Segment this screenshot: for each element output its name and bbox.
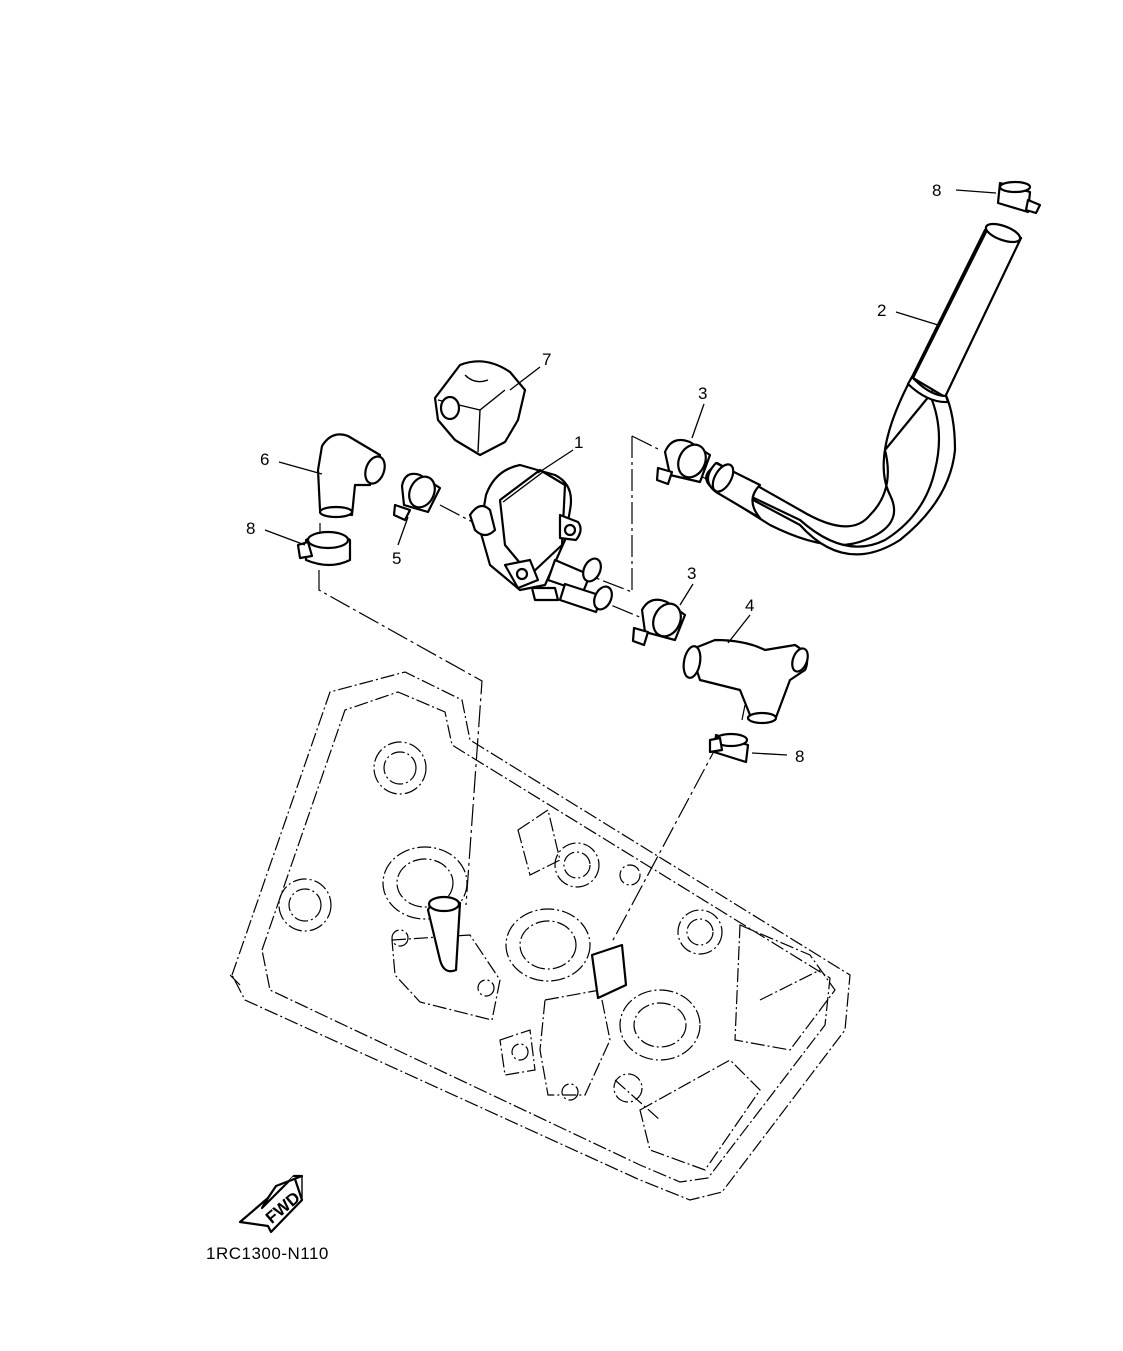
rubber-cover (433, 360, 527, 457)
clip-upper (655, 438, 712, 486)
callout-4: 4 (745, 596, 754, 615)
clamp-left (296, 530, 352, 567)
clamp-right (708, 732, 750, 764)
hose-long (705, 222, 1023, 556)
hose-elbow-right (682, 638, 809, 725)
forward-direction-arrow-icon: FWD (238, 1174, 304, 1234)
leader-lines (264, 189, 997, 756)
clip-lower (631, 598, 687, 647)
callout-8-right: 8 (795, 747, 804, 766)
callout-7: 7 (542, 350, 551, 369)
diagram-code: 1RC1300-N110 (206, 1244, 329, 1263)
cylinder-head-cover (229, 671, 851, 1201)
hose-elbow-left (316, 433, 386, 519)
callout-labels: 8 2 7 3 1 6 8 5 3 4 8 (246, 181, 941, 766)
clamp-top (996, 180, 1042, 215)
callout-8-left: 8 (246, 519, 255, 538)
callout-8-top: 8 (932, 181, 941, 200)
callout-1: 1 (574, 433, 583, 452)
clip-small (392, 472, 442, 522)
callout-5: 5 (392, 549, 401, 568)
callout-2: 2 (877, 301, 886, 320)
callout-6: 6 (260, 450, 269, 469)
air-cut-valve (468, 463, 613, 614)
callout-3-lower: 3 (687, 564, 696, 583)
callout-3-upper: 3 (698, 384, 707, 403)
